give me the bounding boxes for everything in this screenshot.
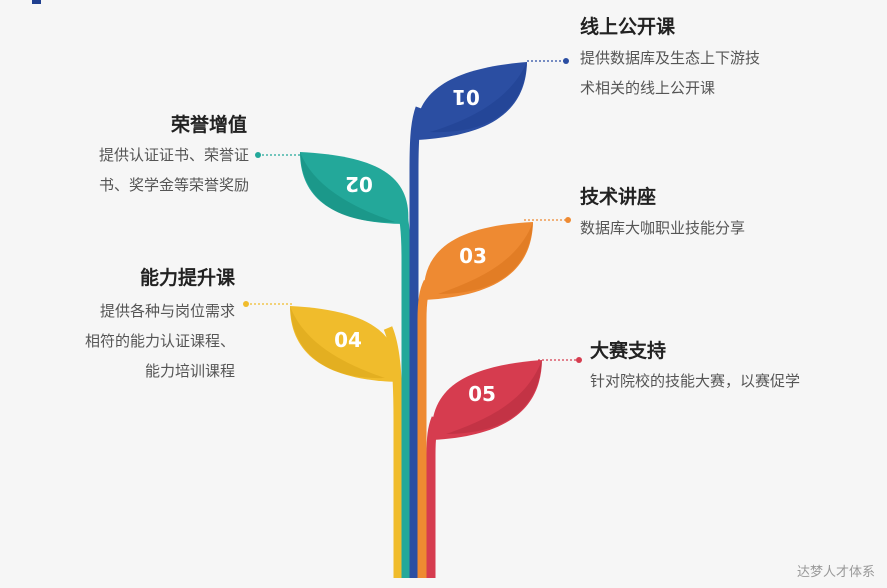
desc-01-line-2: 术相关的线上公开课 <box>580 79 716 97</box>
desc-04-line-2: 相符的能力认证课程、 <box>84 332 235 350</box>
leaf-04: 04 <box>290 306 399 382</box>
title-03: 技术讲座 <box>580 186 657 208</box>
leaf-label-01: 01 <box>452 85 480 109</box>
desc-01: 提供数据库及生态上下游技 术相关的线上公开课 <box>580 43 760 103</box>
stem-05 <box>426 416 441 578</box>
leaf-label-05: 05 <box>468 382 496 406</box>
leaf-label-04: 04 <box>334 328 362 352</box>
desc-02-line-2: 书、奖学金等荣誉奖励 <box>98 176 249 194</box>
desc-04: 提供各种与岗位需求 相符的能力认证课程、 能力培训课程 <box>85 296 235 386</box>
leaf-01: 01 <box>415 62 527 140</box>
connector-dot-02 <box>255 152 261 158</box>
corner-accent <box>32 0 41 4</box>
desc-04-line-1: 提供各种与岗位需求 <box>99 302 235 320</box>
leaf-label-03: 03 <box>459 244 487 268</box>
desc-02-line-1: 提供认证证书、荣誉证 <box>98 146 249 164</box>
title-04: 能力提升课 <box>139 267 235 289</box>
leaf-02: 02 <box>300 152 409 224</box>
connector-dot-05 <box>576 357 582 363</box>
desc-04-line-3: 能力培训课程 <box>144 362 235 380</box>
leaf-label-02: 02 <box>345 172 373 196</box>
leaf-05: 05 <box>431 360 542 440</box>
title-02: 荣誉增值 <box>170 114 247 136</box>
connector-dot-01 <box>563 58 569 64</box>
title-01: 线上公开课 <box>580 16 676 38</box>
leaf-03: 03 <box>423 222 533 300</box>
desc-05-line-1: 针对院校的技能大赛，以赛促学 <box>590 372 801 390</box>
desc-01-line-1: 提供数据库及生态上下游技 <box>580 49 761 67</box>
desc-03-line-1: 数据库大咖职业技能分享 <box>580 219 746 237</box>
desc-03: 数据库大咖职业技能分享 <box>580 213 745 243</box>
title-05: 大赛支持 <box>590 340 667 362</box>
desc-05: 针对院校的技能大赛，以赛促学 <box>590 366 800 396</box>
desc-02: 提供认证证书、荣誉证 书、奖学金等荣誉奖励 <box>99 140 249 200</box>
connector-dot-03 <box>565 217 571 223</box>
connector-dot-04 <box>243 301 249 307</box>
stem-01 <box>409 106 425 578</box>
footer-brand: 达梦人才体系 <box>796 565 875 580</box>
